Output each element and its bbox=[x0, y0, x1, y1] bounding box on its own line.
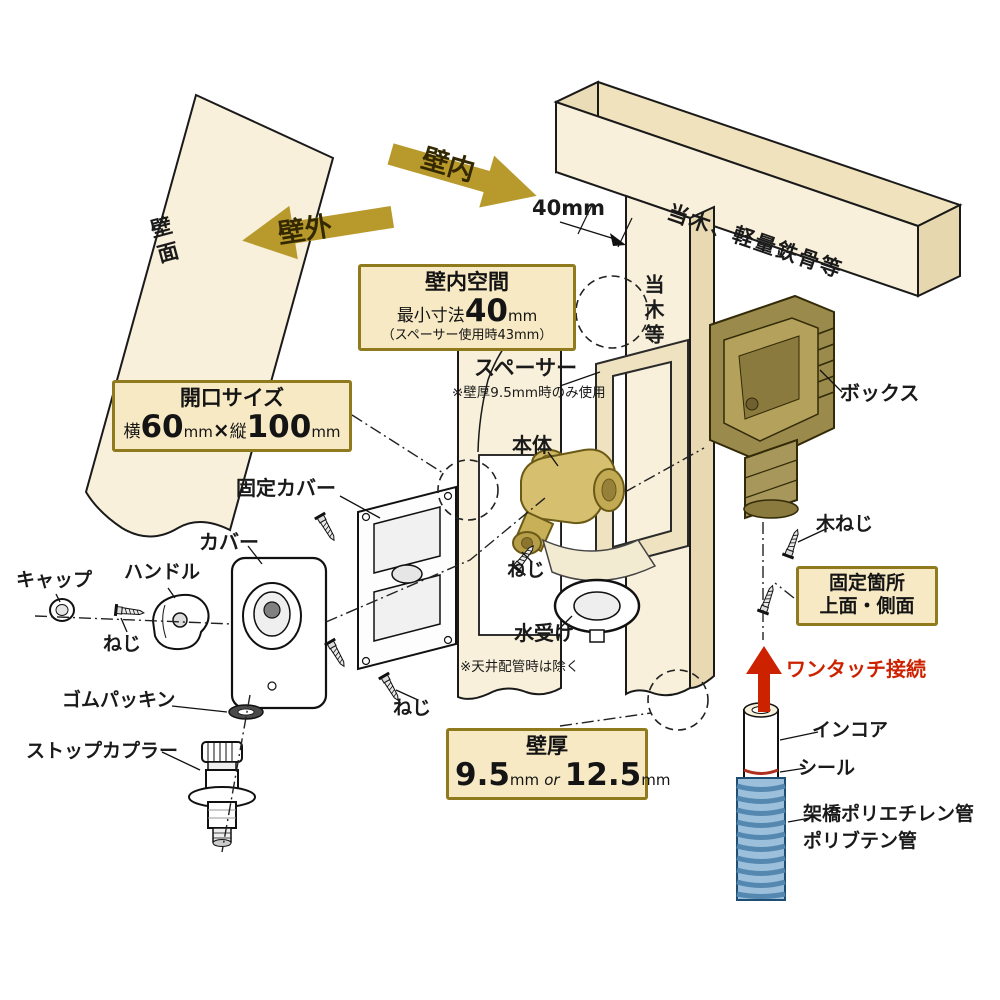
body-label: 本体 bbox=[512, 433, 552, 457]
opening-w-label: 横 bbox=[123, 422, 141, 443]
thickness-u1: mm bbox=[509, 771, 540, 790]
callout-leaders bbox=[351, 414, 795, 727]
spacer-label: スペーサー bbox=[474, 356, 578, 380]
incore-label: インコア bbox=[812, 719, 889, 741]
water-receiver-label: 水受け bbox=[514, 621, 574, 645]
water-receiver-part bbox=[541, 538, 657, 643]
detail-circle-thickness bbox=[647, 669, 709, 731]
opening-w-value: 60 bbox=[140, 409, 184, 446]
thickness-v1: 9.5 bbox=[455, 757, 510, 794]
center-lines bbox=[34, 447, 764, 853]
backing-beam bbox=[553, 80, 963, 298]
screw-bottom-label: ねじ bbox=[393, 697, 432, 719]
one-touch-arrow-icon bbox=[746, 646, 782, 712]
backing-stud-label: 当木等 bbox=[641, 274, 665, 349]
gap-dimension-label: 40mm bbox=[532, 196, 605, 220]
fixing-line1: 固定箇所 bbox=[828, 572, 905, 594]
fixing-cover-plate bbox=[357, 485, 457, 671]
detail-circle-cavity bbox=[575, 275, 649, 349]
outlet-box bbox=[709, 294, 835, 520]
opening-h-label: 縦 bbox=[229, 422, 247, 443]
pipe-name-1-label: 架橋ポリエチレン管 bbox=[803, 803, 975, 825]
flexible-pipe bbox=[736, 777, 786, 901]
opening-title: 開口サイズ bbox=[179, 386, 285, 410]
stop-coupler-part bbox=[188, 741, 256, 847]
rubber-packing-label: ゴムパッキン bbox=[62, 689, 176, 711]
wall-inside-arrow-icon bbox=[387, 143, 537, 208]
cavity-note: （スペーサー使用時43mm） bbox=[381, 327, 553, 343]
wood-screw-label: 木ねじ bbox=[816, 513, 874, 535]
detail-circles bbox=[437, 275, 709, 731]
thickness-title: 壁厚 bbox=[526, 734, 568, 758]
thickness-or: or bbox=[544, 771, 560, 790]
box-label: ボックス bbox=[840, 381, 920, 405]
opening-w-unit: mm bbox=[183, 423, 213, 442]
seal-label: シール bbox=[798, 757, 856, 779]
water-receiver-note-label: ※天井配管時は除く bbox=[460, 659, 580, 675]
screw-mid-label: ねじ bbox=[507, 559, 546, 581]
handle-part bbox=[151, 593, 210, 651]
incore-pipe bbox=[743, 702, 779, 779]
pipe-name-2-label: ポリブテン管 bbox=[803, 830, 918, 852]
one-touch-label: ワンタッチ接続 bbox=[786, 657, 926, 681]
cavity-title: 壁内空間 bbox=[425, 270, 509, 294]
thickness-callout: 壁厚 9.5mm or 12.5mm bbox=[446, 728, 670, 800]
box-spigot bbox=[743, 438, 799, 520]
cap-label: キャップ bbox=[16, 569, 93, 591]
wall-surface-panel bbox=[84, 93, 335, 538]
handle-label: ハンドル bbox=[124, 561, 201, 583]
stop-coupler-label: ストップカプラー bbox=[26, 740, 179, 762]
wall-outside-arrow-icon bbox=[242, 205, 395, 260]
cover-plate bbox=[230, 556, 328, 710]
seal-line bbox=[743, 768, 779, 775]
cap-part bbox=[49, 598, 75, 622]
leader-lines bbox=[55, 369, 843, 823]
rubber-packing-part bbox=[228, 704, 264, 720]
screw-left-label: ねじ bbox=[103, 633, 142, 655]
opening-callout: 開口サイズ 横60mm×縦100mm bbox=[112, 380, 352, 452]
spacer-note-label: ※壁厚9.5mm時のみ使用 bbox=[452, 385, 606, 401]
cavity-callout: 壁内空間 最小寸法40mm （スペーサー使用時43mm） bbox=[358, 264, 576, 352]
opening-h-unit: mm bbox=[311, 423, 341, 442]
cavity-unit: mm bbox=[507, 307, 538, 326]
opening-h-value: 100 bbox=[246, 409, 312, 446]
thickness-u2: mm bbox=[641, 771, 671, 790]
main-body-part bbox=[512, 448, 625, 555]
cover-label: カバー bbox=[199, 530, 259, 554]
fixing-callout: 固定箇所 上面・側面 bbox=[796, 566, 938, 626]
fixing-line2: 上面・側面 bbox=[819, 594, 915, 617]
fixed-cover-label: 固定カバー bbox=[236, 476, 336, 500]
thickness-v2: 12.5 bbox=[564, 757, 642, 794]
dimension-arrow-40mm bbox=[559, 204, 633, 248]
cavity-prefix: 最小寸法 bbox=[396, 306, 465, 327]
opening-times: × bbox=[212, 418, 230, 443]
detail-circle-opening bbox=[437, 459, 499, 521]
cavity-value: 40 bbox=[464, 293, 508, 330]
